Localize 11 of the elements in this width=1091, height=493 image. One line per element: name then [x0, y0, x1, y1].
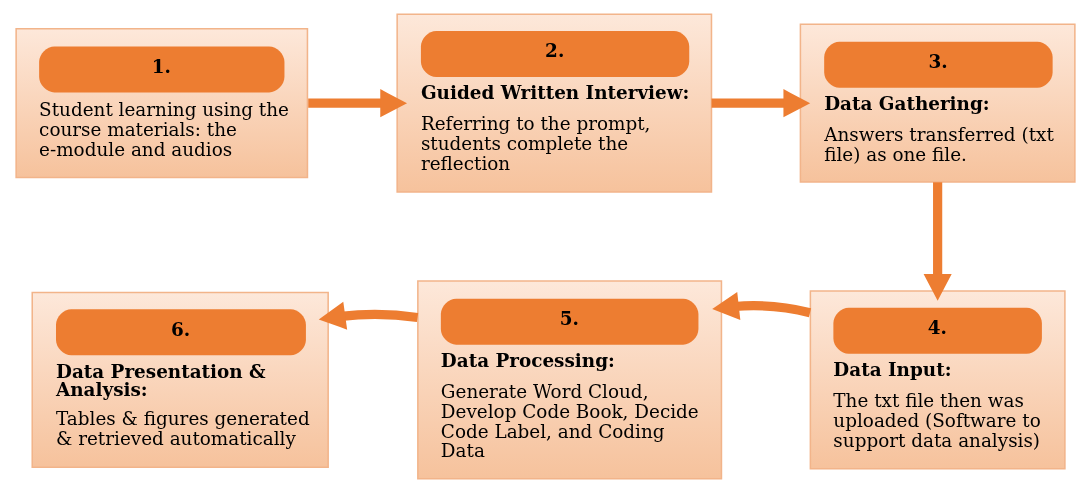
node-box: 2. Guided Written Interview: Referring to the prompt, students complete the reflection	[396, 13, 713, 193]
node-box: 1. Student learning using the course materials: the e-module and audios	[15, 28, 309, 179]
arrow	[712, 292, 812, 320]
arrow	[923, 182, 952, 301]
node-box: 4. Data Input: The txt file then was uploaded (Software to support data analysis)	[809, 290, 1066, 470]
arrow	[711, 89, 811, 118]
arrow	[308, 89, 408, 118]
arrow	[318, 301, 419, 330]
node-box: 5. Data Processing: Generate Word Cloud, Develop Code Book, Decide Code Label, and Coding Data	[417, 280, 723, 480]
node-box: 3. Data Gathering: Answers transferred (txt file) as one file.	[799, 23, 1076, 183]
node-box: 6. Data Presentation & Analysis: Tables & figures generated & retrieved automatically	[31, 291, 329, 469]
